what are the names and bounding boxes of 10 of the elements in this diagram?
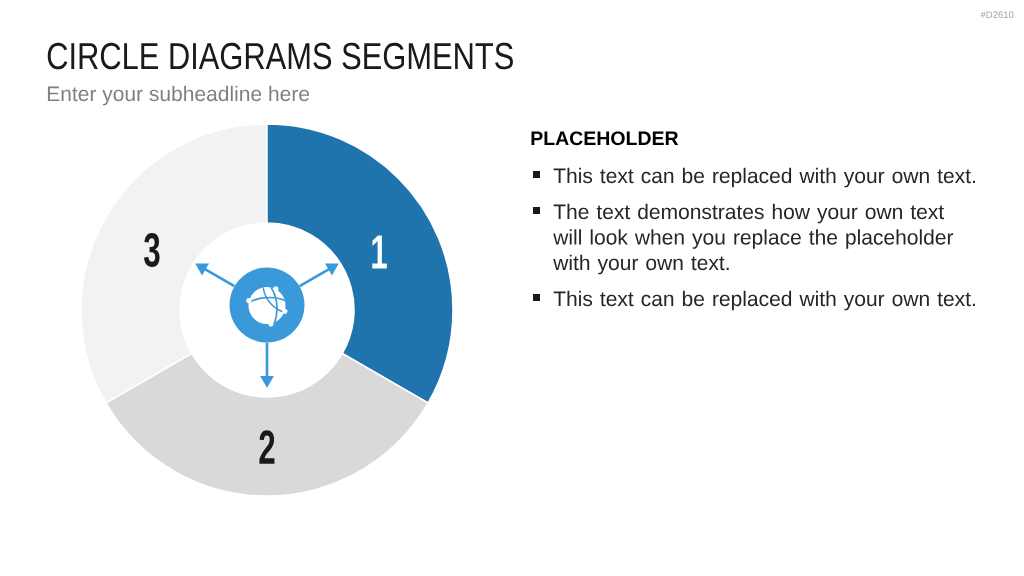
bullet-text: The text demonstrates how your own text will look when you replace the placeholder with your own text. <box>553 203 954 275</box>
ring-segment: 1 <box>266 123 454 404</box>
title: CIRCLE DIAGRAMS SEGMENTS <box>47 42 513 70</box>
ring-segment: 3 <box>80 123 268 404</box>
bullet-text: This text can be replaced with your own text. <box>553 290 975 311</box>
ring-segment: 2 <box>105 352 429 497</box>
bullet-text: This text can be replaced with your own text. <box>553 167 975 188</box>
slide-code: #D2610 <box>980 11 1014 19</box>
subtitle: Enter your subheadline here <box>47 85 310 106</box>
heading: PLACEHOLDER <box>531 131 679 146</box>
